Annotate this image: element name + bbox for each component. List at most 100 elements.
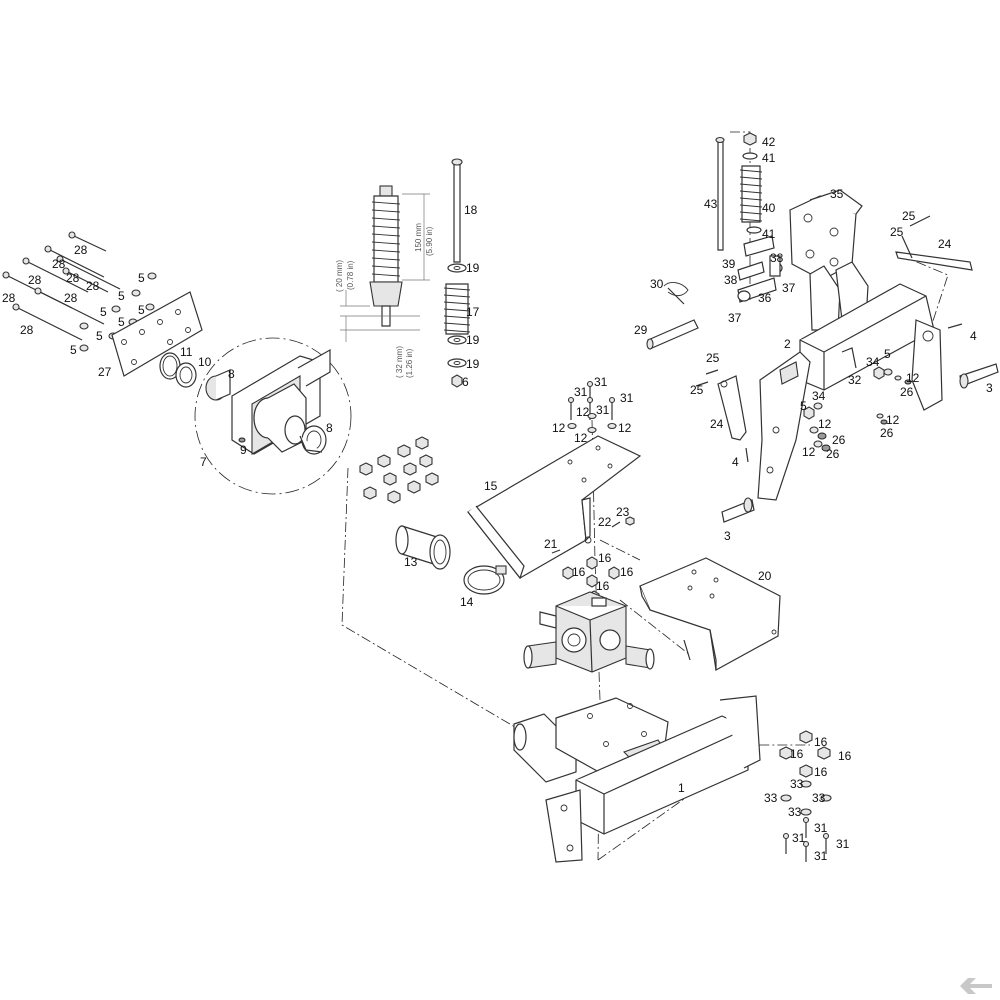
cover-fasteners xyxy=(567,380,617,434)
callout-25c: 25 xyxy=(706,351,720,365)
bolt-25-lower-b xyxy=(695,381,709,387)
callout-33a: 33 xyxy=(790,777,804,791)
callout-33c: 33 xyxy=(812,791,826,805)
callout-26a: 26 xyxy=(900,385,914,399)
callout-31c: 31 xyxy=(620,391,634,405)
seal-ring-10 xyxy=(175,362,197,388)
callout-26b: 26 xyxy=(880,426,894,440)
callout-10: 10 xyxy=(198,355,212,369)
callout-28d: 28 xyxy=(28,273,42,287)
protective-tube-13 xyxy=(395,525,451,570)
callout-28f: 28 xyxy=(2,291,16,305)
callout-25d: 25 xyxy=(690,383,704,397)
callout-37b: 37 xyxy=(728,311,742,325)
callout-28a: 28 xyxy=(74,243,88,257)
callout-25a: 25 xyxy=(902,209,916,223)
callout-labels: 42 41 43 40 35 41 39 38 38 36 37 37 25 2… xyxy=(2,135,993,863)
hose-clamp-14 xyxy=(463,565,507,595)
callout-33d: 33 xyxy=(788,805,802,819)
callout-21: 21 xyxy=(544,537,558,551)
callout-31e: 31 xyxy=(814,821,828,835)
callout-16g: 16 xyxy=(838,749,852,763)
callout-19c: 19 xyxy=(466,357,480,371)
callout-35: 35 xyxy=(830,187,844,201)
upper-spring-assembly xyxy=(715,132,783,303)
callout-12g: 12 xyxy=(618,421,632,435)
callout-23: 23 xyxy=(616,505,630,519)
callout-4a: 4 xyxy=(970,329,977,343)
callout-38b: 38 xyxy=(724,273,738,287)
callout-16a: 16 xyxy=(572,565,586,579)
callout-9: 9 xyxy=(240,443,247,457)
callout-31f: 31 xyxy=(792,831,806,845)
callout-19b: 19 xyxy=(466,333,480,347)
callout-17: 17 xyxy=(466,305,480,319)
callout-41: 41 xyxy=(762,151,776,165)
screw-21 xyxy=(551,549,561,554)
bolt-set-28 xyxy=(2,231,121,341)
dim-spring-length-in: (5.90 in) xyxy=(425,226,434,256)
callout-15: 15 xyxy=(484,479,498,493)
callout-16e: 16 xyxy=(814,735,828,749)
callout-12h: 12 xyxy=(574,431,588,445)
callout-24b: 24 xyxy=(710,417,724,431)
dim-bottom-offset-mm: ( 32 mm) xyxy=(395,346,404,378)
callout-25b: 25 xyxy=(890,225,904,239)
callout-28e: 28 xyxy=(86,279,100,293)
hitch-pin-3-right xyxy=(959,363,999,389)
callout-37a: 37 xyxy=(782,281,796,295)
callout-1: 1 xyxy=(678,781,685,795)
callout-41b: 41 xyxy=(762,227,776,241)
callout-8b: 8 xyxy=(326,421,333,435)
callout-32: 32 xyxy=(848,373,862,387)
dim-top-offset-mm: ( 20 mm) xyxy=(335,260,344,292)
dim-bottom-offset-in: (1.26 in) xyxy=(405,348,414,378)
callout-12e: 12 xyxy=(552,421,566,435)
bolt-4-lower xyxy=(745,447,749,463)
callout-36: 36 xyxy=(758,291,772,305)
main-frame-1 xyxy=(513,695,761,863)
callout-4b: 4 xyxy=(732,455,739,469)
callout-16d: 16 xyxy=(596,579,610,593)
nut-cluster xyxy=(359,436,439,504)
callout-28h: 28 xyxy=(20,323,34,337)
callout-42: 42 xyxy=(762,135,776,149)
callout-13: 13 xyxy=(404,555,418,569)
callout-38a: 38 xyxy=(770,251,784,265)
callout-2: 2 xyxy=(784,337,791,351)
callout-39: 39 xyxy=(722,257,736,271)
brand-logo xyxy=(960,978,992,994)
tension-rod-assembly xyxy=(443,158,471,388)
gearbox-cover-15 xyxy=(467,435,642,580)
callout-7: 7 xyxy=(200,455,207,469)
callout-22: 22 xyxy=(598,515,612,529)
callout-28c: 28 xyxy=(66,271,80,285)
callout-26d: 26 xyxy=(826,447,840,461)
callout-5d: 5 xyxy=(118,289,125,303)
callout-5h: 5 xyxy=(96,329,103,343)
spring-cylinder-assembly xyxy=(340,185,430,342)
callout-19a: 19 xyxy=(466,261,480,275)
bearing-housing-detail-7 xyxy=(194,337,352,495)
callout-28g: 28 xyxy=(64,291,78,305)
dim-spring-length-mm: 150 mm xyxy=(414,223,423,252)
callout-18: 18 xyxy=(464,203,478,217)
callout-27: 27 xyxy=(98,365,112,379)
lift-frame-2 xyxy=(757,261,943,501)
callout-3a: 3 xyxy=(986,381,993,395)
frame-fasteners xyxy=(779,730,832,862)
callout-20: 20 xyxy=(758,569,772,583)
pin-32 xyxy=(841,347,857,369)
bolt-4-right xyxy=(947,323,963,329)
callout-14: 14 xyxy=(460,595,474,609)
callout-31a: 31 xyxy=(574,385,588,399)
callout-28b: 28 xyxy=(52,257,66,271)
callout-40: 40 xyxy=(762,201,776,215)
bracket-35 xyxy=(789,189,863,281)
callout-43: 43 xyxy=(704,197,718,211)
mounting-plate-27 xyxy=(111,291,203,377)
callout-5c: 5 xyxy=(138,271,145,285)
screw-22 xyxy=(611,521,621,528)
callout-11: 11 xyxy=(180,345,193,359)
callout-34b: 34 xyxy=(812,389,826,403)
